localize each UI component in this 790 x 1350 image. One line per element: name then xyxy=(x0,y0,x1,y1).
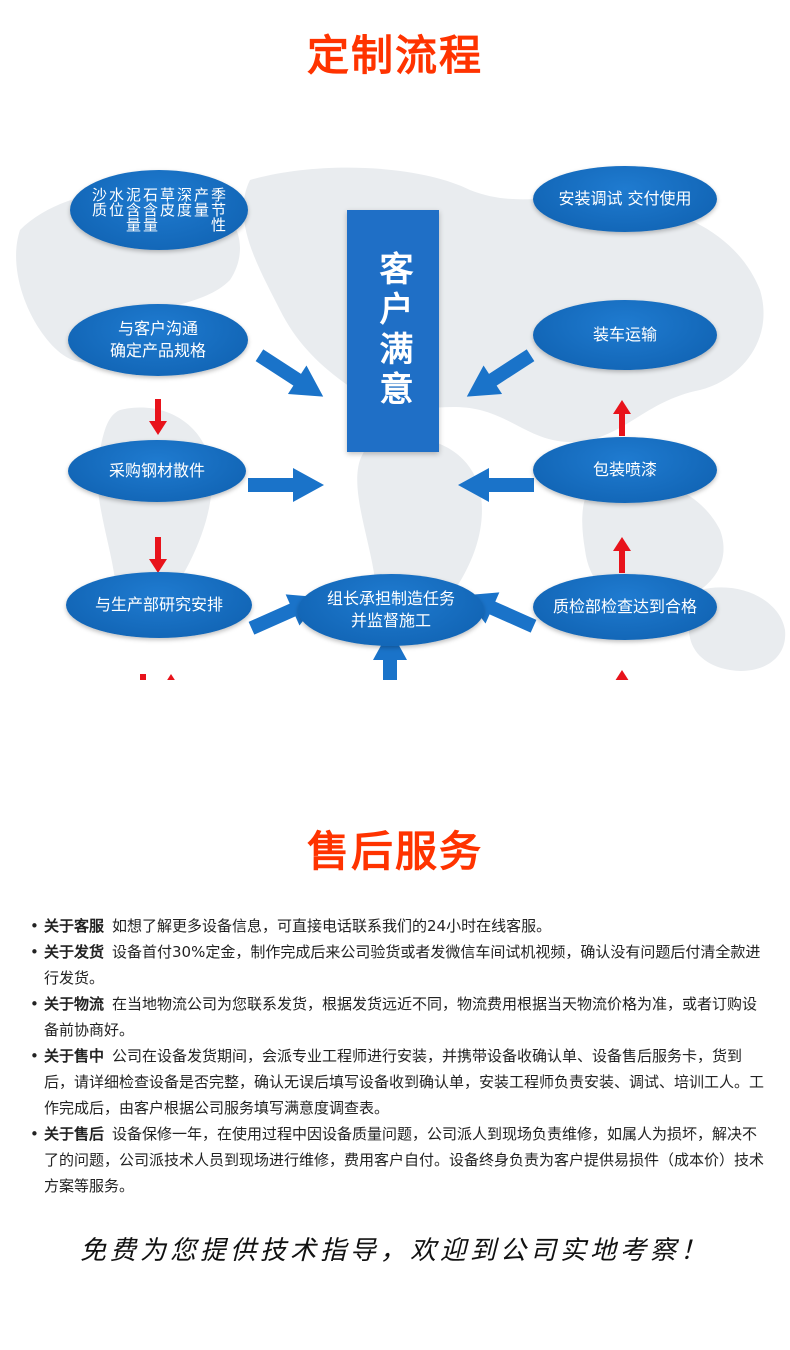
after-sales-title: 售后服务 xyxy=(306,827,483,876)
bullet-icon: • xyxy=(30,917,39,935)
quality-check-columns: 沙质水位泥含量石含量草皮深度产量季节性 xyxy=(91,185,227,234)
bullet-icon: • xyxy=(30,995,39,1013)
quality-char: 节 xyxy=(211,200,227,219)
node-install-label: 安装调试 交付使用 xyxy=(558,189,692,208)
quality-char: 季 xyxy=(211,185,227,204)
node-team: 组长承担制造任务 并监督施工 xyxy=(298,574,484,646)
after-sales-item-label: 关于发货 xyxy=(44,943,105,961)
node-communicate: 与客户沟通 确定产品规格 xyxy=(68,304,248,376)
arrow-transport-to-center xyxy=(458,468,534,502)
quality-char: 性 xyxy=(211,215,227,234)
after-sales-item-label: 关于物流 xyxy=(44,995,105,1013)
node-transport-label: 装车运输 xyxy=(592,325,657,344)
arrow-purchase-to-arrange xyxy=(134,674,152,680)
arrow-team-to-center xyxy=(373,629,407,680)
quality-char: 含 xyxy=(142,200,158,219)
arrow-install-to-center xyxy=(466,349,535,397)
node-team-label: 组长承担制造任务 并监督施工 xyxy=(326,589,455,630)
node-inspect: 质检部检查达到合格 xyxy=(533,574,717,640)
quality-char: 泥 xyxy=(125,185,141,204)
quality-char: 质 xyxy=(91,200,107,219)
node-transport: 装车运输 xyxy=(533,300,717,370)
quality-column: 水位 xyxy=(108,185,124,219)
quality-char: 石 xyxy=(142,185,158,204)
after-sales-item-text: 公司在设备发货期间，会派专业工程师进行安装，并携带设备收确认单、设备售后服务卡，… xyxy=(44,1047,765,1117)
after-sales-item: • 关于售中公司在设备发货期间，会派专业工程师进行安装，并携带设备收确认单、设备售… xyxy=(30,1043,770,1121)
bullet-icon: • xyxy=(30,1125,39,1143)
after-sales-item: • 关于客服如想了解更多设备信息，可直接电话联系我们的24小时在线客服。 xyxy=(30,913,770,939)
after-sales-item-label: 关于售后 xyxy=(44,1125,105,1143)
quality-char: 度 xyxy=(177,200,193,219)
quality-char: 水 xyxy=(108,185,124,204)
after-sales-item: • 关于售后设备保修一年，在使用过程中因设备质量问题，公司派人到现场负责维修，如属… xyxy=(30,1121,770,1199)
flow-diagram: 客户满意 沙质水位泥含量石含量草皮深度产量季节性 与客户沟通 确定产品规格 采购… xyxy=(0,150,790,680)
quality-column: 石含量 xyxy=(142,185,158,234)
after-sales-item: • 关于发货设备首付30%定金，制作完成后来公司验货或者发微信车间试机视频，确认没… xyxy=(30,939,770,991)
quality-char: 皮 xyxy=(160,200,176,219)
node-purchase: 采购钢材散件 xyxy=(68,440,246,502)
slogan: 免费为您提供技术指导，欢迎到公司实地考察！ xyxy=(79,1236,710,1266)
quality-column: 草皮 xyxy=(160,185,176,219)
bullet-icon: • xyxy=(30,943,39,961)
quality-char: 量 xyxy=(125,215,141,234)
quality-char: 产 xyxy=(194,185,210,204)
arrow-quality-to-center xyxy=(255,349,324,397)
quality-column: 产量 xyxy=(194,185,210,219)
customer-satisfaction-box: 客户满意 xyxy=(347,210,439,452)
arrow-communicate-to-purchase xyxy=(149,537,167,573)
quality-column: 季节性 xyxy=(211,185,227,234)
quality-char: 含 xyxy=(125,200,141,219)
arrow-quality-to-communicate xyxy=(149,399,167,435)
node-paint-label: 包装喷漆 xyxy=(592,460,657,479)
node-inspect-label: 质检部检查达到合格 xyxy=(552,597,697,616)
bullet-icon: • xyxy=(30,1047,39,1065)
node-arrange: 与生产部研究安排 xyxy=(66,572,252,638)
after-sales-list: • 关于客服如想了解更多设备信息，可直接电话联系我们的24小时在线客服。 • 关于发货… xyxy=(30,913,770,1199)
arrow-communicate-to-center xyxy=(248,468,324,502)
after-sales-item-text: 在当地物流公司为您联系发货，根据发货远近不同，物流费用根据当天物流价格为准，或者… xyxy=(44,995,758,1039)
quality-char: 草 xyxy=(160,185,176,204)
quality-column: 泥含量 xyxy=(125,185,141,234)
after-sales-item: • 关于物流在当地物流公司为您联系发货，根据发货远近不同，物流费用根据当天物流价格… xyxy=(30,991,770,1043)
quality-char: 深 xyxy=(177,185,193,204)
flow-title: 定制流程 xyxy=(306,31,483,80)
quality-char: 位 xyxy=(108,200,124,219)
node-communicate-label: 与客户沟通 确定产品规格 xyxy=(109,319,206,360)
quality-char: 量 xyxy=(142,215,158,234)
node-paint: 包装喷漆 xyxy=(533,437,717,503)
after-sales-item-text: 设备保修一年，在使用过程中因设备质量问题，公司派人到现场负责维修，如属人为损坏，… xyxy=(44,1125,765,1195)
quality-column: 深度 xyxy=(177,185,193,219)
node-install: 安装调试 交付使用 xyxy=(533,166,717,232)
quality-char: 沙 xyxy=(91,185,107,204)
after-sales-item-label: 关于售中 xyxy=(44,1047,105,1065)
after-sales-item-text: 如想了解更多设备信息，可直接电话联系我们的24小时在线客服。 xyxy=(112,917,552,935)
node-quality-check: 沙质水位泥含量石含量草皮深度产量季节性 xyxy=(70,170,248,250)
node-arrange-label: 与生产部研究安排 xyxy=(94,595,223,614)
customer-satisfaction-label: 客户满意 xyxy=(373,251,413,411)
node-purchase-label: 采购钢材散件 xyxy=(108,461,205,480)
arrow-arrange-to-purchase xyxy=(162,674,180,680)
arrow-inspect-to-paint xyxy=(613,670,631,680)
after-sales-item-text: 设备首付30%定金，制作完成后来公司验货或者发微信车间试机视频，确认没有问题后付… xyxy=(44,943,761,987)
arrow-transport-to-install xyxy=(613,400,631,436)
arrow-paint-to-transport xyxy=(613,537,631,573)
quality-column: 沙质 xyxy=(91,185,107,219)
quality-char: 量 xyxy=(194,200,210,219)
after-sales-item-label: 关于客服 xyxy=(44,917,105,935)
